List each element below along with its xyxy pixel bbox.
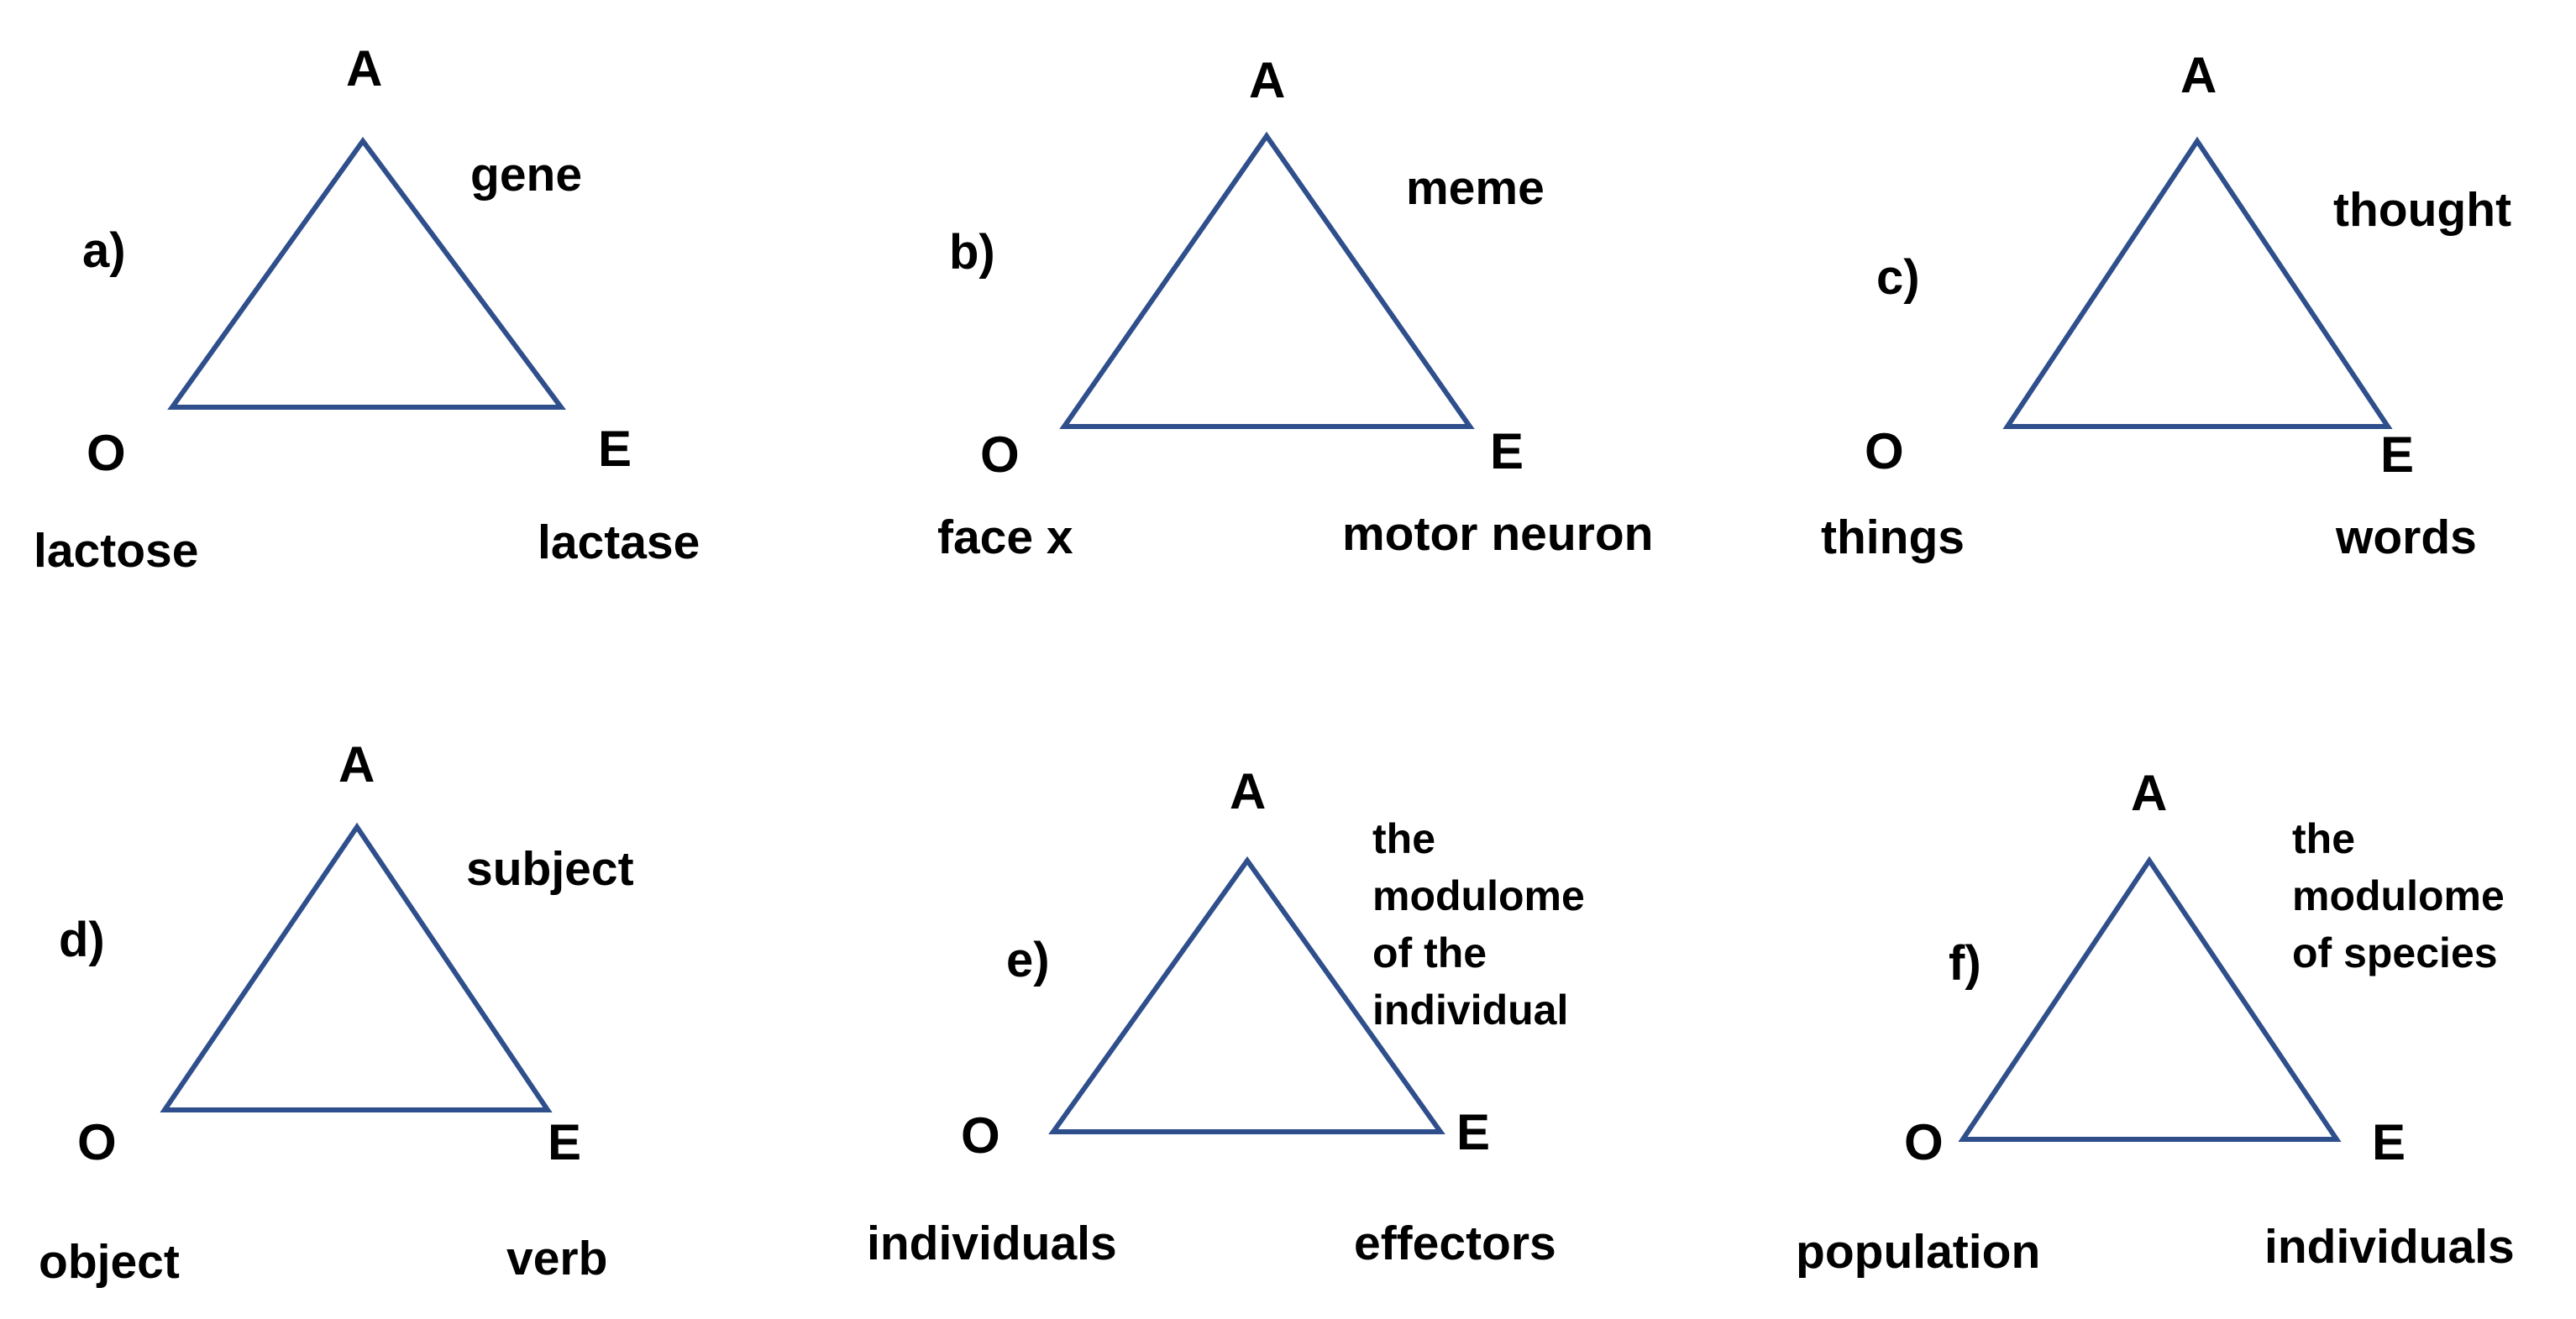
- right-term-label: words: [2336, 510, 2477, 564]
- vertex-a-label: A: [1249, 52, 1286, 108]
- panel-a: A a) O E gene lactose lactase: [0, 0, 858, 659]
- left-term-label: face x: [937, 510, 1073, 564]
- right-term-label: motor neuron: [1342, 507, 1654, 561]
- triangle-c-outline: [2002, 136, 2393, 429]
- left-term-label: individuals: [867, 1217, 1117, 1270]
- vertex-o-label: O: [1904, 1114, 1944, 1170]
- concept-label: thought: [2333, 183, 2512, 237]
- panel-letter-f: f): [1949, 936, 1981, 991]
- triangle-b: [1059, 131, 1475, 429]
- concept-label: the modulome of the individual: [1372, 815, 1585, 1034]
- vertex-a-label: A: [1230, 763, 1267, 819]
- triangle-e: [1048, 856, 1445, 1134]
- panel-d: A d) O E subject object verb: [0, 659, 858, 1318]
- vertex-e-label: E: [1490, 423, 1524, 479]
- concept-label: the modulome of species: [2292, 815, 2505, 976]
- triangle-f: [1958, 856, 2342, 1142]
- vertex-e-label: E: [1456, 1104, 1491, 1160]
- vertex-a-label: A: [2180, 47, 2217, 103]
- triangle-a: [167, 136, 566, 410]
- panel-e: A e) O E the modulome of the individual …: [858, 659, 1717, 1318]
- left-term-label: object: [39, 1235, 180, 1289]
- vertex-o-label: O: [961, 1107, 1000, 1164]
- right-term-label: effectors: [1354, 1217, 1556, 1270]
- triangle-c: [2002, 136, 2393, 429]
- triangle-f-outline: [1958, 856, 2342, 1142]
- triangle-a-outline: [167, 136, 566, 410]
- left-term-label: population: [1796, 1225, 2041, 1279]
- vertex-o-label: O: [77, 1114, 117, 1170]
- vertex-a-label: A: [2131, 765, 2168, 821]
- panel-letter-b: b): [949, 225, 995, 280]
- left-term-label: things: [1821, 510, 1965, 564]
- triangle-b-outline: [1059, 131, 1475, 429]
- panel-f: A f) O E the modulome of species populat…: [1717, 659, 2575, 1318]
- concept-label: meme: [1406, 161, 1545, 215]
- panel-letter-d: d): [59, 913, 105, 967]
- concept-label: gene: [470, 148, 583, 202]
- panel-letter-c: c): [1876, 250, 1920, 305]
- vertex-e-label: E: [2372, 1114, 2406, 1170]
- right-term-label: individuals: [2264, 1220, 2515, 1274]
- vertex-e-label: E: [2380, 427, 2415, 483]
- vertex-e-label: E: [548, 1114, 582, 1170]
- vertex-o-label: O: [87, 425, 126, 481]
- right-term-label: lactase: [538, 516, 700, 569]
- panel-b: A b) O E meme face x motor neuron: [858, 0, 1717, 659]
- vertex-a-label: A: [338, 736, 375, 793]
- panel-c: A c) O E thought things words: [1717, 0, 2575, 659]
- vertex-o-label: O: [1865, 423, 1904, 479]
- right-term-label: verb: [506, 1232, 608, 1285]
- triangle-d-outline: [160, 822, 553, 1112]
- triangle-e-outline: [1048, 856, 1445, 1134]
- concept-label: subject: [466, 842, 634, 896]
- triangle-d: [160, 822, 553, 1112]
- left-term-label: lactose: [34, 524, 199, 578]
- panel-letter-e: e): [1006, 933, 1050, 987]
- vertex-o-label: O: [980, 427, 1020, 483]
- vertex-e-label: E: [598, 421, 632, 477]
- vertex-a-label: A: [346, 40, 383, 97]
- panel-letter-a: a): [82, 223, 126, 278]
